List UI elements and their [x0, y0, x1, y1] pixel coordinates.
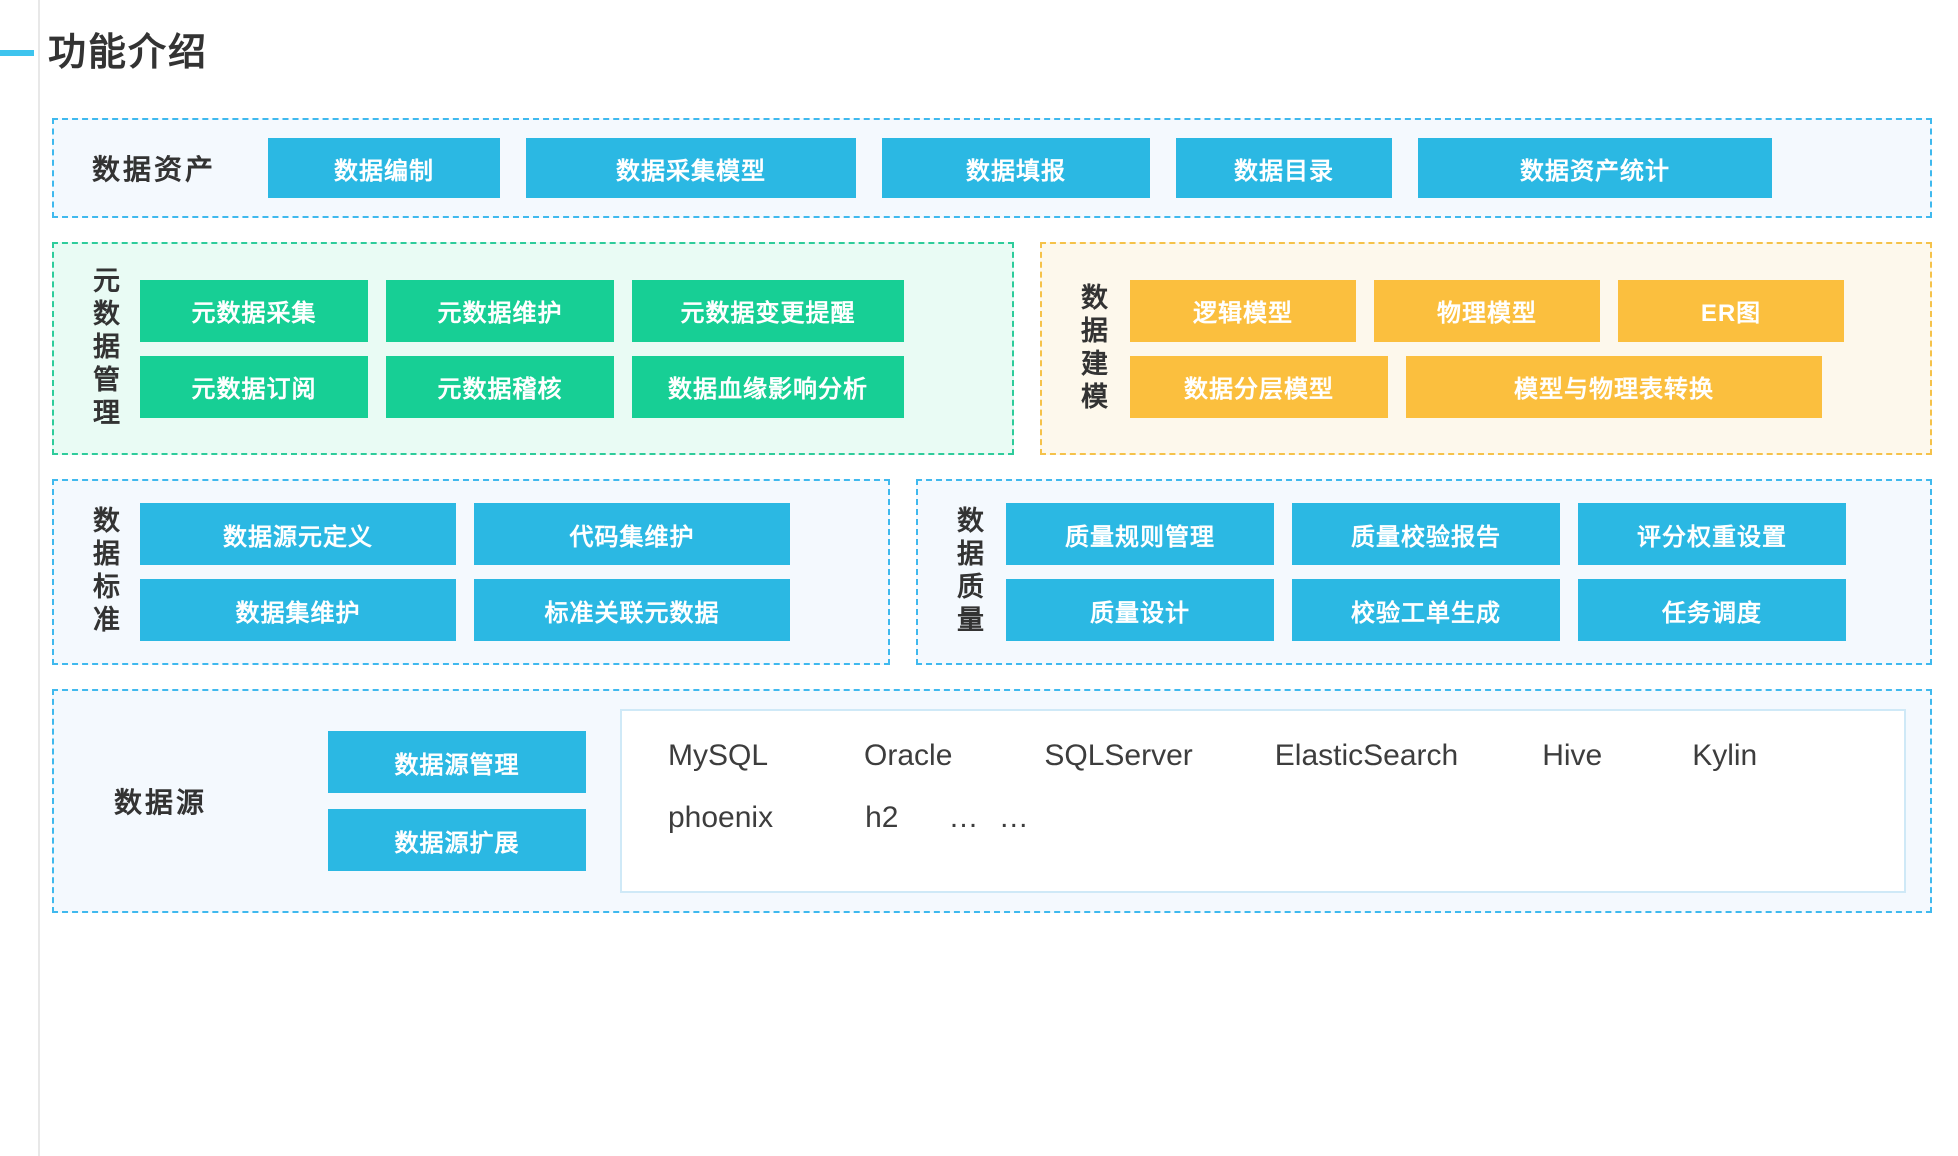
- database-row-1: MySQL Oracle SQLServer ElasticSearch Hiv…: [668, 739, 1858, 801]
- accent-dash-icon: [0, 50, 34, 56]
- tile-standard-linked-metadata[interactable]: 标准关联元数据: [474, 579, 790, 641]
- page-title: 功能介绍: [48, 32, 209, 74]
- diagram-content: 数据资产 数据编制 数据采集模型 数据填报 数据目录 数据资产统计 元数据管理 …: [52, 118, 1932, 913]
- standard-tile-row-2: 数据集维护 标准关联元数据: [140, 579, 866, 641]
- section-data-quality: 数据质量 质量规则管理 质量校验报告 评分权重设置 质量设计 校验工单生成 任务…: [916, 479, 1932, 665]
- metadata-tile-rows: 元数据采集 元数据维护 元数据变更提醒 元数据订阅 元数据稽核 数据血缘影响分析: [140, 279, 990, 418]
- tile-verification-workorder-generation[interactable]: 校验工单生成: [1292, 579, 1560, 641]
- standard-tile-rows: 数据源元定义 代码集维护 数据集维护 标准关联元数据: [140, 503, 866, 641]
- section-label-data-modeling: 数据建模: [1077, 282, 1107, 415]
- band-metadata-modeling: 元数据管理 元数据采集 元数据维护 元数据变更提醒 元数据订阅 元数据稽核 数据…: [52, 242, 1932, 455]
- db-elasticsearch: ElasticSearch: [1274, 739, 1459, 772]
- modeling-tile-row-1: 逻辑模型 物理模型 ER图: [1130, 279, 1908, 342]
- standard-tile-row-1: 数据源元定义 代码集维护: [140, 503, 866, 565]
- section-metadata-management: 元数据管理 元数据采集 元数据维护 元数据变更提醒 元数据订阅 元数据稽核 数据…: [52, 242, 1014, 455]
- tile-data-collection-model[interactable]: 数据采集模型: [526, 138, 856, 198]
- tile-metadata-audit[interactable]: 元数据稽核: [386, 355, 614, 418]
- metadata-tile-row-1: 元数据采集 元数据维护 元数据变更提醒: [140, 279, 990, 342]
- tile-er-diagram[interactable]: ER图: [1618, 279, 1844, 342]
- tile-codeset-maintenance[interactable]: 代码集维护: [474, 503, 790, 565]
- section-data-modeling: 数据建模 逻辑模型 物理模型 ER图 数据分层模型 模型与物理表转换: [1040, 242, 1932, 455]
- tile-dataset-maintenance[interactable]: 数据集维护: [140, 579, 456, 641]
- tile-data-asset-statistics[interactable]: 数据资产统计: [1418, 138, 1772, 198]
- tile-data-lineage-impact-analysis[interactable]: 数据血缘影响分析: [632, 355, 904, 418]
- modeling-tile-rows: 逻辑模型 物理模型 ER图 数据分层模型 模型与物理表转换: [1130, 279, 1908, 418]
- tile-data-catalog[interactable]: 数据目录: [1176, 138, 1392, 198]
- section-data-asset: 数据资产 数据编制 数据采集模型 数据填报 数据目录 数据资产统计: [52, 118, 1932, 218]
- section-data-standard: 数据标准 数据源元定义 代码集维护 数据集维护 标准关联元数据: [52, 479, 890, 665]
- tile-quality-design[interactable]: 质量设计: [1006, 579, 1274, 641]
- tile-data-layering-model[interactable]: 数据分层模型: [1130, 355, 1388, 418]
- tile-quality-verification-report[interactable]: 质量校验报告: [1292, 503, 1560, 565]
- tile-score-weight-setting[interactable]: 评分权重设置: [1578, 503, 1846, 565]
- tile-datasource-management[interactable]: 数据源管理: [328, 731, 586, 793]
- data-asset-tile-row: 数据编制 数据采集模型 数据填报 数据目录 数据资产统计: [268, 138, 1912, 198]
- tile-data-reporting[interactable]: 数据填报: [882, 138, 1150, 198]
- band-standard-quality: 数据标准 数据源元定义 代码集维护 数据集维护 标准关联元数据 数据质量: [52, 479, 1932, 665]
- supported-database-list: MySQL Oracle SQLServer ElasticSearch Hiv…: [620, 709, 1906, 893]
- data-source-tile-column: 数据源管理 数据源扩展: [328, 731, 586, 871]
- db-ellipsis: … …: [948, 801, 1035, 834]
- database-row-2: phoenix h2 … …: [668, 801, 1858, 863]
- db-h2: h2: [865, 801, 899, 834]
- tile-quality-rule-management[interactable]: 质量规则管理: [1006, 503, 1274, 565]
- tile-logical-model[interactable]: 逻辑模型: [1130, 279, 1356, 342]
- section-data-source: 数据源 数据源管理 数据源扩展 MySQL Oracle SQLServer E…: [52, 689, 1932, 913]
- quality-tile-rows: 质量规则管理 质量校验报告 评分权重设置 质量设计 校验工单生成 任务调度: [1006, 503, 1908, 641]
- left-rail-divider: [38, 0, 40, 1156]
- db-phoenix: phoenix: [668, 801, 774, 834]
- section-label-data-asset: 数据资产: [92, 154, 217, 185]
- tile-metadata-change-alert[interactable]: 元数据变更提醒: [632, 279, 904, 342]
- db-hive: Hive: [1542, 739, 1603, 772]
- tile-metadata-maintenance[interactable]: 元数据维护: [386, 279, 614, 342]
- tile-model-to-physical-table[interactable]: 模型与物理表转换: [1406, 355, 1822, 418]
- section-label-data-standard: 数据标准: [89, 506, 119, 638]
- section-label-data-source: 数据源: [114, 787, 208, 818]
- page-header: 功能介绍: [0, 18, 208, 88]
- tile-metadata-subscription[interactable]: 元数据订阅: [140, 355, 368, 418]
- metadata-tile-row-2: 元数据订阅 元数据稽核 数据血缘影响分析: [140, 355, 990, 418]
- db-mysql: MySQL: [668, 739, 769, 772]
- db-oracle: Oracle: [864, 739, 953, 772]
- tile-task-scheduling[interactable]: 任务调度: [1578, 579, 1846, 641]
- tile-datasource-meta-definition[interactable]: 数据源元定义: [140, 503, 456, 565]
- quality-tile-row-1: 质量规则管理 质量校验报告 评分权重设置: [1006, 503, 1908, 565]
- tile-datasource-extension[interactable]: 数据源扩展: [328, 809, 586, 871]
- db-kylin: Kylin: [1692, 739, 1758, 772]
- quality-tile-row-2: 质量设计 校验工单生成 任务调度: [1006, 579, 1908, 641]
- section-label-metadata-management: 元数据管理: [89, 266, 119, 431]
- tile-physical-model[interactable]: 物理模型: [1374, 279, 1600, 342]
- tile-data-compilation[interactable]: 数据编制: [268, 138, 500, 198]
- section-label-data-quality: 数据质量: [953, 506, 983, 638]
- tile-metadata-collection[interactable]: 元数据采集: [140, 279, 368, 342]
- modeling-tile-row-2: 数据分层模型 模型与物理表转换: [1130, 355, 1908, 418]
- db-sqlserver: SQLServer: [1044, 739, 1193, 772]
